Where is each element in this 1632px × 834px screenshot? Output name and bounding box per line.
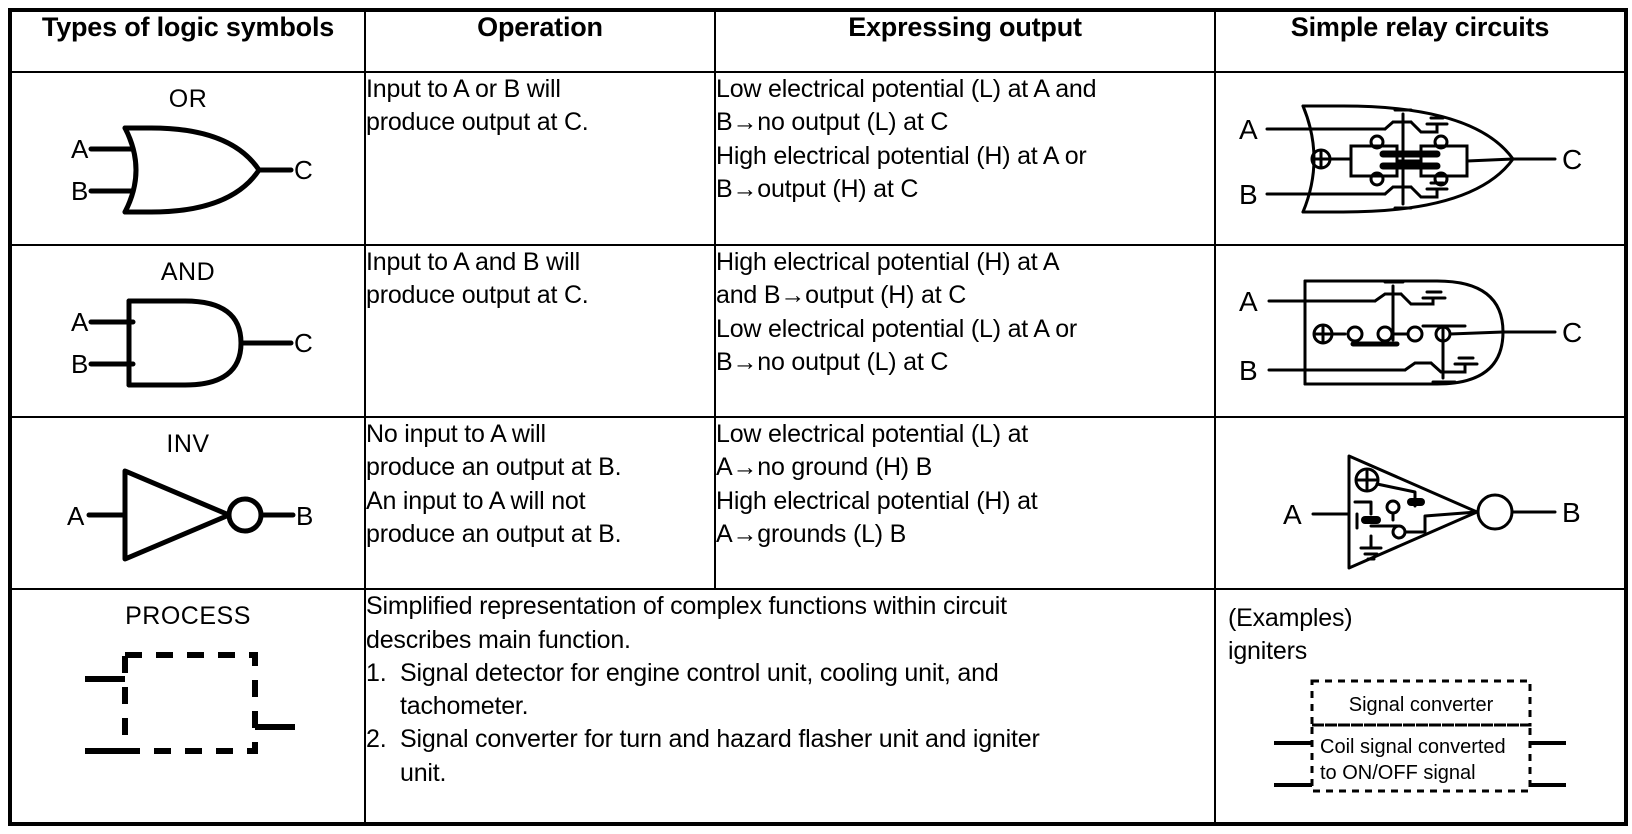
signal-converter-box-line-1: Coil signal converted	[1320, 736, 1506, 758]
relay-or-output-c-label: C	[1562, 144, 1582, 175]
process-item: 2. Signal converter for turn and hazard …	[366, 723, 1214, 790]
table-header-row: Types of logic symbols Operation Express…	[9, 9, 1627, 73]
process-item-number: 2.	[366, 725, 387, 754]
or-output-c-label: C	[294, 155, 313, 185]
symbol-label-inv: INV	[166, 430, 210, 459]
or-relay-circuit: A B C	[1216, 73, 1624, 244]
inverter-relay-circuit: A B	[1216, 418, 1624, 588]
process-item-number: 1.	[366, 658, 387, 687]
relay-circuit-cell-inv: A B	[1214, 416, 1627, 591]
operation-line: produce output at C.	[366, 108, 589, 137]
relay-inv-input-a-label: A	[1283, 499, 1302, 530]
operation-cell-and: Input to A and B will produce output at …	[364, 244, 716, 419]
output-line: A→grounds (L) B	[716, 519, 907, 548]
signal-converter-box-title: Signal converter	[1349, 694, 1494, 716]
symbol-cell-process: PROCESS	[9, 588, 366, 825]
relay-circuit-cell-process: (Examples) igniters	[1214, 588, 1627, 825]
symbol-label-and: AND	[160, 258, 216, 287]
operation-line: produce an output at B.	[366, 519, 622, 548]
expressing-output-cell-inv: Low electrical potential (L) at A→no gro…	[714, 416, 1216, 591]
symbol-label-process: PROCESS	[125, 602, 251, 631]
output-line: Low electrical potential (L) at A and	[716, 75, 1097, 103]
and-gate-symbol: A B C	[12, 289, 364, 397]
process-dashed-box-symbol	[12, 633, 364, 773]
process-item-body: Signal converter for turn and hazard fla…	[400, 723, 1214, 790]
expressing-output-cell-or: Low electrical potential (L) at A and B→…	[714, 70, 1216, 247]
output-line: and B→output (H) at C	[716, 281, 967, 310]
inv-input-a-label: A	[67, 501, 85, 531]
output-line: High electrical potential (H) at A or	[716, 141, 1087, 170]
and-input-a-label: A	[71, 307, 89, 337]
examples-heading: (Examples) igniters	[1216, 590, 1624, 667]
or-input-b-label: B	[71, 176, 88, 206]
relay-and-input-b-label: B	[1239, 355, 1258, 386]
table-row-inv: INV A B No input to A will	[9, 416, 1627, 591]
relay-circuit-cell-and: A B C	[1214, 244, 1627, 419]
process-items-list: 1. Signal detector for engine control un…	[366, 657, 1214, 790]
and-relay-circuit: A B C	[1216, 246, 1624, 416]
inverter-gate-symbol: A B	[12, 461, 364, 569]
process-description-cell: Simplified representation of complex fun…	[364, 588, 1216, 825]
column-header-types-of-logic-symbols: Types of logic symbols	[9, 9, 366, 73]
symbol-cell-and: AND A B C	[9, 244, 366, 419]
output-line: B→no output (L) at C	[716, 108, 949, 137]
process-item-line: unit.	[400, 758, 447, 787]
process-item-line: Signal converter for turn and hazard fla…	[400, 725, 1040, 754]
symbol-cell-or: OR A B	[9, 70, 366, 247]
output-line: High electrical potential (H) at A	[716, 248, 1060, 277]
operation-line: produce an output at B.	[366, 453, 622, 482]
column-header-simple-relay-circuits: Simple relay circuits	[1214, 9, 1627, 73]
expressing-output-cell-and: High electrical potential (H) at A and B…	[714, 244, 1216, 419]
logic-symbols-table: Types of logic symbols Operation Express…	[8, 8, 1628, 826]
and-output-c-label: C	[294, 328, 313, 358]
output-line: B→output (H) at C	[716, 174, 919, 203]
table-row-process: PROCESS Simplified repres	[9, 588, 1627, 825]
output-line: Low electrical potential (L) at	[716, 420, 1029, 449]
or-gate-symbol: A B C	[12, 116, 364, 224]
relay-circuit-cell-or: A B C	[1214, 70, 1627, 247]
table-row-or: OR A B	[9, 70, 1627, 247]
relay-or-input-a-label: A	[1239, 114, 1258, 145]
operation-line: produce output at C.	[366, 281, 589, 310]
operation-cell-or: Input to A or B will produce output at C…	[364, 70, 716, 247]
relay-and-input-a-label: A	[1239, 286, 1258, 317]
and-input-b-label: B	[71, 349, 88, 379]
process-item: 1. Signal detector for engine control un…	[366, 657, 1214, 724]
symbol-label-or: OR	[168, 85, 208, 113]
relay-or-input-b-label: B	[1239, 179, 1258, 210]
signal-converter-box-line-2: to ON/OFF signal	[1320, 762, 1476, 784]
column-header-expressing-output: Expressing output	[714, 9, 1216, 73]
output-line: B→no output (L) at C	[716, 347, 949, 376]
operation-line: Input to A or B will	[366, 75, 561, 103]
process-item-line: tachometer.	[400, 692, 529, 721]
examples-heading-line: (Examples)	[1228, 604, 1353, 633]
examples-heading-line: igniters	[1228, 636, 1307, 665]
process-intro-line: describes main function.	[366, 625, 631, 654]
operation-line: No input to A will	[366, 420, 546, 449]
output-line: Low electrical potential (L) at A or	[716, 314, 1078, 343]
relay-and-output-c-label: C	[1562, 317, 1582, 348]
relay-inv-output-b-label: B	[1562, 497, 1581, 528]
symbol-cell-inv: INV A B	[9, 416, 366, 591]
table-row-and: AND A B C	[9, 244, 1627, 419]
column-header-operation: Operation	[364, 9, 716, 73]
inv-output-b-label: B	[296, 501, 313, 531]
process-item-line: Signal detector for engine control unit,…	[400, 658, 999, 687]
output-line: A→no ground (H) B	[716, 453, 933, 482]
signal-converter-dashed-box: Signal converter Coil signal converted t…	[1216, 673, 1624, 801]
operation-line: An input to A will not	[366, 486, 586, 515]
or-input-a-label: A	[71, 134, 89, 164]
output-line: High electrical potential (H) at	[716, 486, 1038, 515]
operation-line: Input to A and B will	[366, 248, 581, 277]
process-intro-line: Simplified representation of complex fun…	[366, 592, 1007, 621]
process-item-body: Signal detector for engine control unit,…	[400, 657, 1214, 724]
operation-cell-inv: No input to A will produce an output at …	[364, 416, 716, 591]
